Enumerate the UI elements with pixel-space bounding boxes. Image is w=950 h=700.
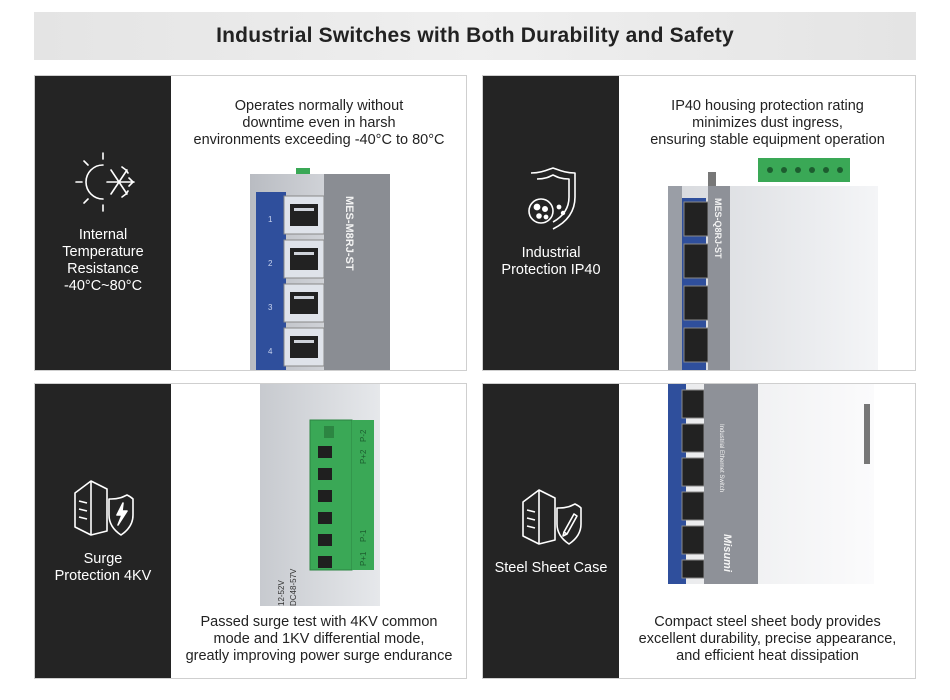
feature-description: Passed surge test with 4KV common mode a… bbox=[185, 614, 453, 664]
building-shield-pen-icon bbox=[522, 488, 582, 545]
voltage-label: 12-52V bbox=[277, 580, 286, 606]
device-model-label: MES-M8RJ-ST bbox=[343, 196, 355, 271]
shield-dust-icon bbox=[528, 167, 576, 230]
port-number: 1 bbox=[268, 215, 273, 224]
device-caption: Industrial Ethernet Switch bbox=[718, 424, 724, 492]
page-title: Industrial Switches with Both Durability… bbox=[216, 24, 734, 47]
feature-description: Operates normally without downtime even … bbox=[193, 98, 445, 148]
feature-card-surge: Surge Protection 4KV P+2 P-2 P+1 P-1 bbox=[34, 383, 467, 679]
feature-sidebar: Surge Protection 4KV bbox=[35, 384, 171, 678]
feature-card-steel-case: Steel Sheet Case Industrial Ethernet Swi… bbox=[482, 383, 916, 679]
terminal-block-image: P+2 P-2 P+1 P-1 12-52V DC48-57V bbox=[260, 384, 380, 606]
terminal-label: P-1 bbox=[359, 529, 368, 542]
feature-sidebar: Industrial Protection IP40 bbox=[483, 76, 619, 370]
switch-product-image: Industrial Ethernet Switch Misumi bbox=[668, 384, 874, 584]
feature-card-temperature: Internal Temperature Resistance -40°C~80… bbox=[34, 75, 467, 371]
port-number: 3 bbox=[268, 303, 273, 312]
header-banner: Industrial Switches with Both Durability… bbox=[34, 12, 916, 60]
terminal-label: P+1 bbox=[359, 551, 368, 566]
device-model-label: MES-Q8RJ-ST bbox=[713, 198, 723, 259]
voltage-label: DC48-57V bbox=[289, 568, 298, 606]
terminal-label: P-2 bbox=[359, 429, 368, 442]
feature-description: Compact steel sheet body provides excell… bbox=[638, 614, 897, 664]
feature-label: Internal Temperature Resistance -40°C~80… bbox=[62, 227, 144, 294]
feature-label: Industrial Protection IP40 bbox=[501, 245, 601, 278]
switch-product-image: 1 2 3 4 MES-M8RJ-ST bbox=[250, 168, 390, 370]
feature-description: IP40 housing protection rating minimizes… bbox=[650, 98, 885, 148]
snowflake-sun-icon bbox=[75, 152, 135, 212]
port-number: 2 bbox=[268, 259, 273, 268]
building-shield-bolt-icon bbox=[74, 480, 134, 536]
switch-product-image: MES-Q8RJ-ST bbox=[668, 158, 878, 370]
feature-card-ip40: Industrial Protection IP40 IP40 housing … bbox=[482, 75, 916, 371]
feature-sidebar: Internal Temperature Resistance -40°C~80… bbox=[35, 76, 171, 370]
feature-label: Steel Sheet Case bbox=[494, 559, 608, 576]
feature-label: Surge Protection 4KV bbox=[54, 551, 152, 584]
terminal-label: P+2 bbox=[359, 449, 368, 464]
port-number: 4 bbox=[268, 347, 273, 356]
device-brand-label: Misumi bbox=[721, 534, 733, 573]
feature-sidebar: Steel Sheet Case bbox=[483, 384, 619, 678]
